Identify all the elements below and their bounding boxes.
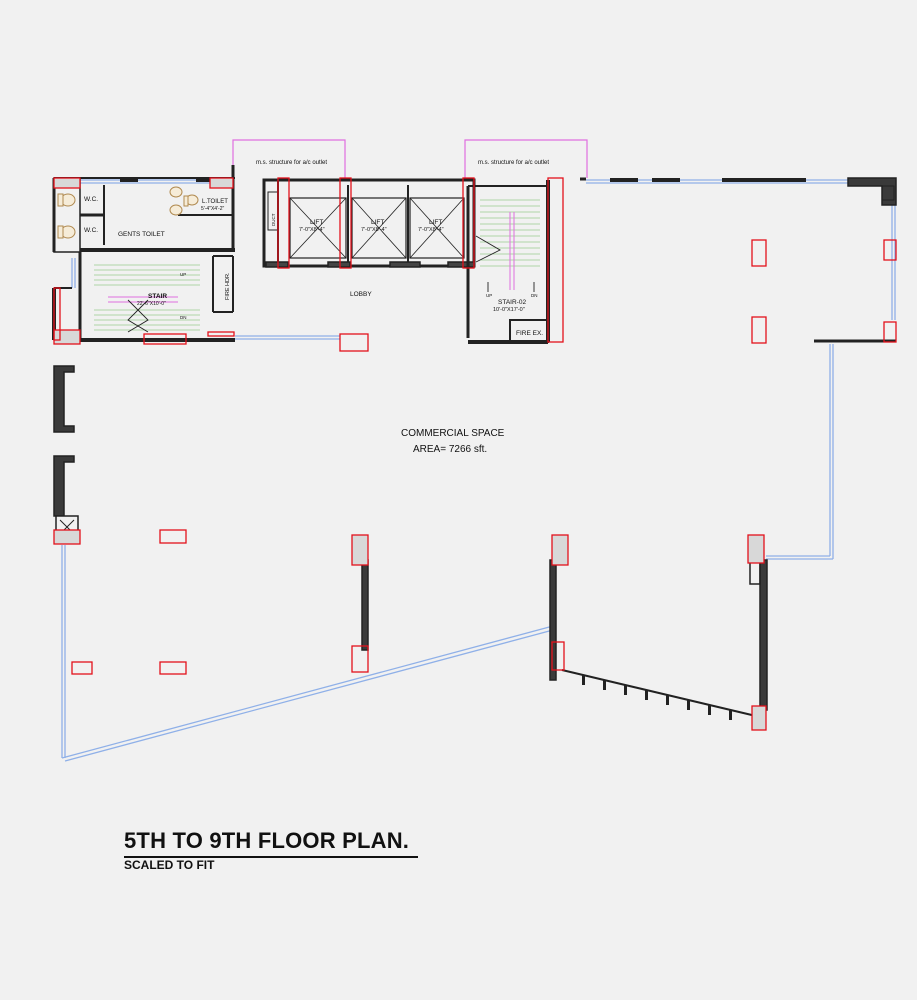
plan-title: 5TH TO 9TH FLOOR PLAN. — [124, 828, 410, 853]
window-mullions — [120, 178, 806, 720]
label-l-toilet: L.TOILET — [202, 199, 228, 205]
columns — [53, 177, 897, 731]
label-lift-3: LIFT — [429, 219, 442, 226]
label-lobby: LOBBY — [350, 291, 372, 298]
label-lift-1-dim: 7'-0"X8'-4" — [299, 227, 325, 233]
label-gents-toilet: GENTS TOILET — [118, 231, 165, 238]
label-stair-up: UP — [180, 272, 186, 277]
label-lift-2: LIFT — [371, 219, 384, 226]
ms-structures — [232, 139, 588, 178]
walls — [52, 165, 897, 717]
label-stair-02-up: UP — [486, 293, 492, 298]
plan-subtitle: SCALED TO FIT — [124, 858, 215, 872]
title-underline — [124, 856, 418, 858]
label-stair-02-dim: 10'-0"X17'-0" — [493, 307, 525, 313]
plan-labels: m.s. structure for a/c outlet m.s. struc… — [84, 160, 549, 455]
label-ms-structure-1: m.s. structure for a/c outlet — [256, 160, 327, 166]
label-lift-2-dim: 7'-0"X8'-4" — [361, 227, 387, 233]
label-stair-dim: 22'-6"X10'-0" — [137, 301, 166, 307]
label-stair-dn: DN — [180, 315, 187, 320]
label-fire-ex: FIRE EX. — [516, 330, 543, 337]
label-l-toilet-dim: 5'-4"X4'-2" — [201, 206, 224, 212]
stair-handrails — [108, 212, 515, 303]
glazing-lines — [61, 179, 896, 762]
sanitary-fixtures — [57, 186, 199, 239]
label-lift-3-dim: 7'-0"X8'-4" — [418, 227, 444, 233]
label-stair: STAIR — [148, 293, 167, 300]
stair-break-lines — [127, 235, 535, 333]
label-fire-hdr: FIRE HDR. — [225, 272, 231, 300]
label-wc-1: W.C. — [84, 196, 98, 203]
label-area: AREA= 7266 sft. — [413, 444, 487, 455]
label-commercial-space: COMMERCIAL SPACE — [401, 428, 505, 439]
label-ms-structure-2: m.s. structure for a/c outlet — [478, 160, 549, 166]
label-stair-02-dn: DN — [531, 293, 538, 298]
label-stair-02: STAIR-02 — [498, 299, 526, 306]
label-duct: DUCT — [271, 213, 276, 226]
label-wc-2: W.C. — [84, 227, 98, 234]
label-lift-1: LIFT — [310, 219, 323, 226]
